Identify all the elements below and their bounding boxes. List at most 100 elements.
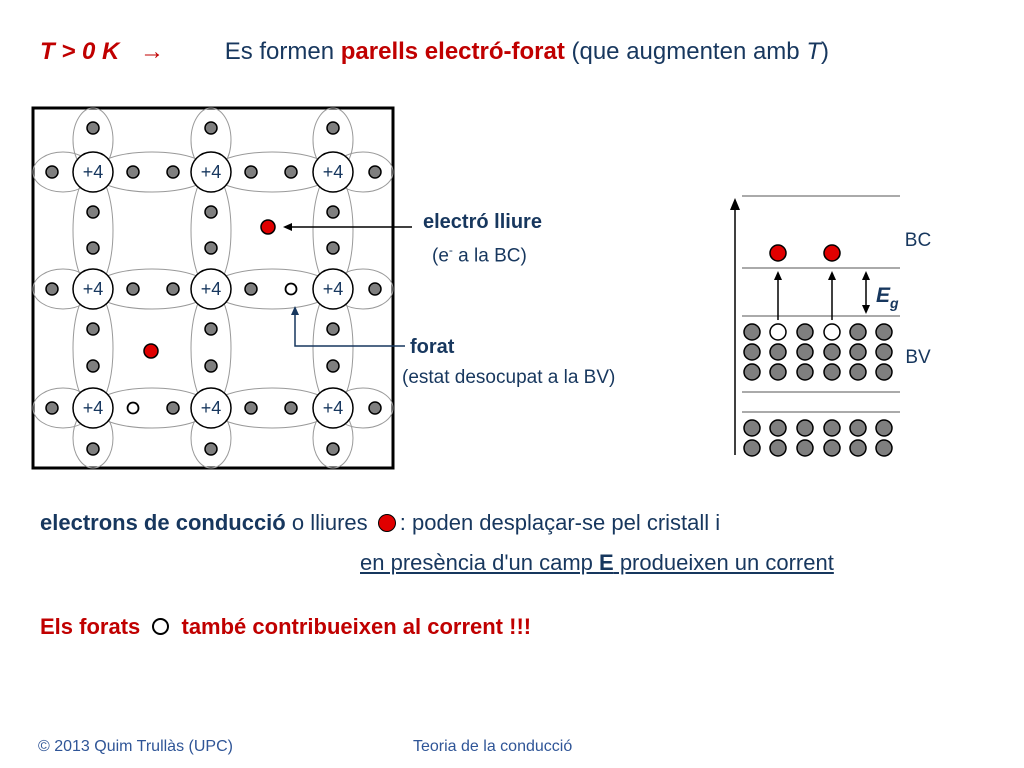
ion-core (190, 387, 232, 429)
title-temperature: T > 0 K (40, 38, 120, 65)
valence-electron (368, 165, 382, 179)
hole-arrow (294, 312, 405, 347)
bc-electron-2 (823, 244, 841, 262)
bv-electron (796, 419, 814, 437)
valence-electron (204, 359, 218, 373)
free-electron-sublabel: (e- a la BC) (432, 243, 527, 267)
bv-electron (743, 439, 761, 457)
bv-hole (769, 323, 787, 341)
ion-core (72, 268, 114, 310)
valence-electron (204, 205, 218, 219)
bv-electron (875, 363, 893, 381)
valence-electron (86, 205, 100, 219)
valence-electron (86, 442, 100, 456)
ion-core (190, 268, 232, 310)
free-electron-arrowhead (283, 223, 292, 231)
hole-label: forat (410, 336, 455, 358)
ion-label: +4 (201, 398, 222, 418)
bv-electron (875, 343, 893, 361)
body-line-3: Els forats també contribueixen al corren… (40, 614, 532, 639)
valence-electron (86, 322, 100, 336)
bv-electron (769, 343, 787, 361)
valence-electron (284, 401, 298, 415)
valence-electron (244, 401, 258, 415)
bv-electron (769, 363, 787, 381)
footer-topic: Teoria de la conducció (413, 738, 573, 755)
valence-electron (326, 442, 340, 456)
valence-electron (45, 282, 59, 296)
ion-label: +4 (201, 162, 222, 182)
bv-electron (823, 343, 841, 361)
free-electron-dot-2 (143, 343, 159, 359)
ion-core (312, 387, 354, 429)
lattice-group: +4+4+4+4+4+4+4+4+4 (32, 107, 394, 469)
slide-title: T > 0 K → Es formen parells electró-fora… (40, 38, 829, 66)
valence-electron (244, 282, 258, 296)
crystal-lattice-diagram: +4+4+4+4+4+4+4+4+4 BC BV Eg (31, 106, 931, 470)
valence-electron (166, 165, 180, 179)
valence-electron (326, 205, 340, 219)
bv-electron (849, 439, 867, 457)
bv-electron (796, 363, 814, 381)
bv-electron (796, 439, 814, 457)
free-electron-label: electró lliure (423, 211, 542, 233)
bv-electron (743, 363, 761, 381)
ion-core (312, 268, 354, 310)
valence-electron (204, 442, 218, 456)
valence-electron (326, 322, 340, 336)
bv-electron (875, 439, 893, 457)
valence-electron (368, 401, 382, 415)
hole-icon (152, 618, 170, 635)
bv-hole (823, 323, 841, 341)
ion-label: +4 (83, 162, 104, 182)
valence-electron (166, 282, 180, 296)
conduction-electrons-term: electrons de conducció (40, 510, 286, 535)
valence-electron (166, 401, 180, 415)
bv-electron (743, 323, 761, 341)
valence-electron (86, 241, 100, 255)
ion-core (72, 387, 114, 429)
bv-electron (796, 323, 814, 341)
hole-arrowhead (291, 306, 299, 315)
bv-electron (769, 419, 787, 437)
title-arrow: → (140, 38, 165, 65)
body-line-2: en presència d'un camp E produeixen un c… (360, 550, 834, 575)
ion-core (312, 151, 354, 193)
bv-electron (769, 439, 787, 457)
bv-electron (849, 343, 867, 361)
bv-electron (875, 419, 893, 437)
ion-core (190, 151, 232, 193)
bc-label: BC (905, 230, 931, 251)
valence-electron (204, 241, 218, 255)
free-electron-dot (260, 219, 276, 235)
hole-circle (284, 282, 298, 296)
ion-label: +4 (201, 279, 222, 299)
ion-label: +4 (83, 279, 104, 299)
hole-circle (126, 401, 140, 415)
bv-electron (849, 323, 867, 341)
band-dots-group (743, 323, 893, 457)
valence-electron (45, 165, 59, 179)
ion-label: +4 (323, 279, 344, 299)
bv-electron (796, 343, 814, 361)
valence-electron (86, 121, 100, 135)
valence-electron (284, 165, 298, 179)
valence-electron (204, 121, 218, 135)
valence-electron (326, 241, 340, 255)
valence-electron (126, 165, 140, 179)
ion-label: +4 (323, 162, 344, 182)
ion-label: +4 (323, 398, 344, 418)
bv-electron (875, 323, 893, 341)
valence-electron (326, 121, 340, 135)
electron-icon (377, 514, 396, 532)
valence-electron (126, 282, 140, 296)
bv-electron (849, 363, 867, 381)
bv-electron (823, 439, 841, 457)
title-text-bold: parells electró-forat (340, 38, 565, 65)
bv-electron (823, 363, 841, 381)
valence-electron (326, 359, 340, 373)
bv-label: BV (905, 347, 931, 368)
ion-core (72, 151, 114, 193)
title-T: T (806, 38, 821, 65)
footer-copyright: © 2013 Quim Trullàs (UPC) (38, 738, 233, 755)
